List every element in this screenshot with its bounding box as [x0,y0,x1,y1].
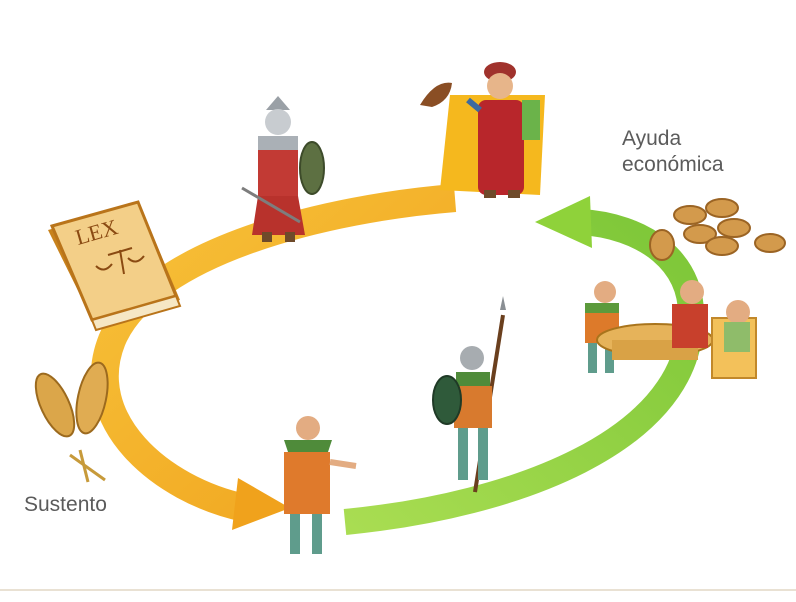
peasant-icon [284,416,357,554]
soldier-with-spear-icon [432,296,506,493]
orange-cycle-arrow [90,184,457,530]
economic-aid-label: Ayuda económica [622,126,724,178]
wheat-icon [34,361,109,483]
law-book-icon: LEX [48,200,182,332]
economic-aid-label-line-2: económica [622,153,724,176]
council-at-table-icon [585,280,757,379]
economic-aid-label-line-1: Ayuda [622,127,682,150]
green-cycle-arrow [343,196,705,535]
lord-with-falcon-icon [420,62,545,198]
knight-icon [241,96,325,242]
bottom-divider [0,589,796,591]
coins-icon [649,198,786,261]
sustenance-label: Sustento [24,493,107,516]
